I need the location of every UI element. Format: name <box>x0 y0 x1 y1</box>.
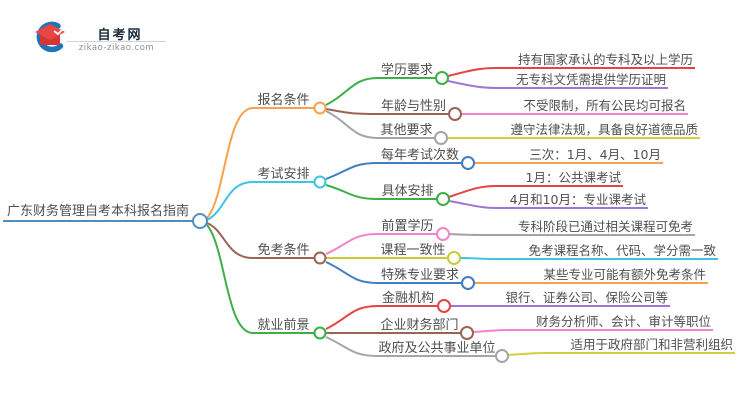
logo-title: 自考网 <box>97 28 143 43</box>
career-node-handle[interactable] <box>313 326 327 340</box>
wire-root-career <box>206 224 254 334</box>
wire-root-exemption <box>206 222 254 259</box>
leaf-proof-required[interactable]: 无专科文凭需提供学历证明 <box>515 72 666 87</box>
node-specific-schedule[interactable]: 具体安排 <box>381 184 434 199</box>
wire-career-government <box>325 336 379 357</box>
wire-root-registration <box>206 107 254 219</box>
schedule-node-handle[interactable] <box>436 192 450 206</box>
leaf-line-diploma-required <box>447 67 695 77</box>
wire-exemption-prior <box>325 233 379 255</box>
logo-divider <box>67 41 166 42</box>
node-prior-education[interactable]: 前置学历 <box>381 219 434 234</box>
leaf-line-april-october <box>448 200 648 209</box>
wire-exemption-special <box>325 261 379 284</box>
age-node-handle[interactable] <box>448 107 462 121</box>
leaf-april-october-major[interactable]: 4月和10月：专业课考试 <box>509 192 646 207</box>
branch-career-prospects[interactable]: 就业前景 <box>257 318 310 333</box>
node-education-requirement[interactable]: 学历要求 <box>380 63 433 78</box>
node-special-major-requirements[interactable]: 特殊专业要求 <box>380 268 459 283</box>
special-node-handle[interactable] <box>461 276 475 290</box>
node-corporate-finance-dept[interactable]: 企业财务部门 <box>380 318 459 333</box>
node-other-requirements[interactable]: 其他要求 <box>380 123 433 138</box>
wire-registration-age <box>325 108 379 115</box>
exemption-node-handle[interactable] <box>313 251 327 265</box>
leaf-january-public[interactable]: 1月：公共课考试 <box>525 170 621 185</box>
leaf-line-passed-courses <box>448 233 695 236</box>
site-logo: 自考网 zikao-zikao.com <box>30 20 166 60</box>
leaf-line-course-match <box>459 257 718 260</box>
consistency-node-handle[interactable] <box>447 251 461 265</box>
node-age-gender[interactable]: 年龄与性别 <box>380 99 446 114</box>
leaf-line-proof-required <box>447 80 668 89</box>
leaf-law-morality[interactable]: 遵守法律法规，具备良好道德品质 <box>510 122 698 137</box>
leaf-line-january <box>448 185 623 198</box>
wire-registration-other <box>325 110 379 139</box>
leaf-three-times[interactable]: 三次：1月、4月、10月 <box>529 147 661 162</box>
prior-node-handle[interactable] <box>436 227 450 241</box>
leaf-passed-courses[interactable]: 专科阶段已通过相关课程可免考 <box>517 219 693 234</box>
leaf-extra-conditions[interactable]: 某些专业可能有额外免考条件 <box>543 267 706 282</box>
corporate-node-handle[interactable] <box>460 326 474 340</box>
wire-exam-times <box>325 162 379 180</box>
finance-node-handle[interactable] <box>437 299 451 313</box>
registration-node-handle[interactable] <box>313 101 327 115</box>
leaf-line-analyst <box>472 329 713 333</box>
exam-node-handle[interactable] <box>313 175 327 189</box>
leaf-banks-securities[interactable]: 银行、证券公司、保险公司等 <box>505 290 668 305</box>
node-course-consistency[interactable]: 课程一致性 <box>380 243 446 258</box>
branch-exemption-conditions[interactable]: 免考条件 <box>257 243 310 258</box>
wire-career-finance <box>325 305 379 330</box>
wire-root-exam <box>206 181 254 221</box>
logo-domain: zikao-zikao.com <box>78 43 155 53</box>
wire-registration-education <box>325 77 379 106</box>
leaf-course-match[interactable]: 免考课程名称、代码、学分需一致 <box>528 243 716 258</box>
leaf-diploma-required[interactable]: 持有国家承认的专科及以上学历 <box>517 52 693 67</box>
leaf-no-limit[interactable]: 不受限制，所有公民均可报名 <box>523 98 686 113</box>
wire-exam-schedule <box>325 184 379 200</box>
node-financial-institutions[interactable]: 金融机构 <box>381 291 434 306</box>
graduation-cap-icon <box>35 21 65 53</box>
node-government-public[interactable]: 政府及公共事业单位 <box>378 341 496 356</box>
root-node-handle[interactable] <box>192 213 208 229</box>
root-node[interactable]: 广东财务管理自考本科报名指南 <box>6 204 189 219</box>
leaf-line-nonprofit <box>507 352 735 356</box>
other-node-handle[interactable] <box>434 131 448 145</box>
branch-exam-arrangement[interactable]: 考试安排 <box>257 167 310 182</box>
branch-registration-conditions[interactable]: 报名条件 <box>257 93 310 108</box>
leaf-nonprofit[interactable]: 适用于政府部门和非营利组织 <box>570 337 733 352</box>
leaf-analyst-positions[interactable]: 财务分析师、会计、审计等职位 <box>535 314 711 329</box>
node-exams-per-year[interactable]: 每年考试次数 <box>380 148 459 163</box>
education-node-handle[interactable] <box>435 71 449 85</box>
times-node-handle[interactable] <box>461 156 475 170</box>
government-node-handle[interactable] <box>495 349 509 363</box>
